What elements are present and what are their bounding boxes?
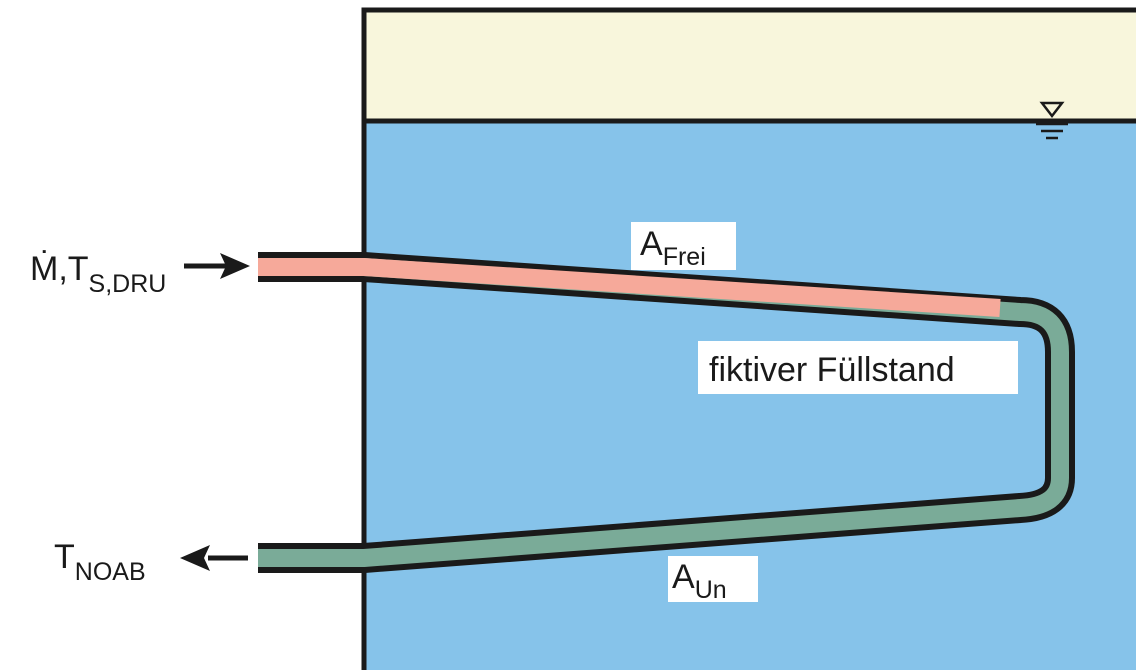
vessel-outline xyxy=(361,7,1136,670)
level-label-bg xyxy=(698,341,1018,394)
arrow-left-icon xyxy=(180,545,248,571)
water-level-triangle-icon xyxy=(1036,101,1068,140)
area-free-label: AFrei xyxy=(640,225,706,271)
outlet-label: TNOAB xyxy=(54,538,146,586)
area-free-label-bg xyxy=(631,222,736,270)
tube-subcooled-section xyxy=(258,258,1069,567)
inlet-label: Ṁ,TS,DRU xyxy=(30,250,166,298)
inlet-label-main: Ṁ,T xyxy=(30,250,89,288)
area-free-label-main: A xyxy=(640,225,663,263)
area-sub-label-main: A xyxy=(672,558,695,596)
inlet-label-sub: S,DRU xyxy=(89,270,167,298)
area-sub-label: AUn xyxy=(672,558,727,604)
steam-space xyxy=(364,10,1136,121)
area-sub-label-sub: Un xyxy=(695,576,727,604)
arrow-right-icon xyxy=(184,253,250,279)
area-sub-label-bg xyxy=(668,556,758,602)
tube-free-section xyxy=(258,258,1001,317)
level-label: fiktiver Füllstand xyxy=(709,351,955,389)
outlet-label-sub: NOAB xyxy=(75,558,146,586)
area-free-label-sub: Frei xyxy=(663,243,706,271)
outlet-label-main: T xyxy=(54,538,75,576)
